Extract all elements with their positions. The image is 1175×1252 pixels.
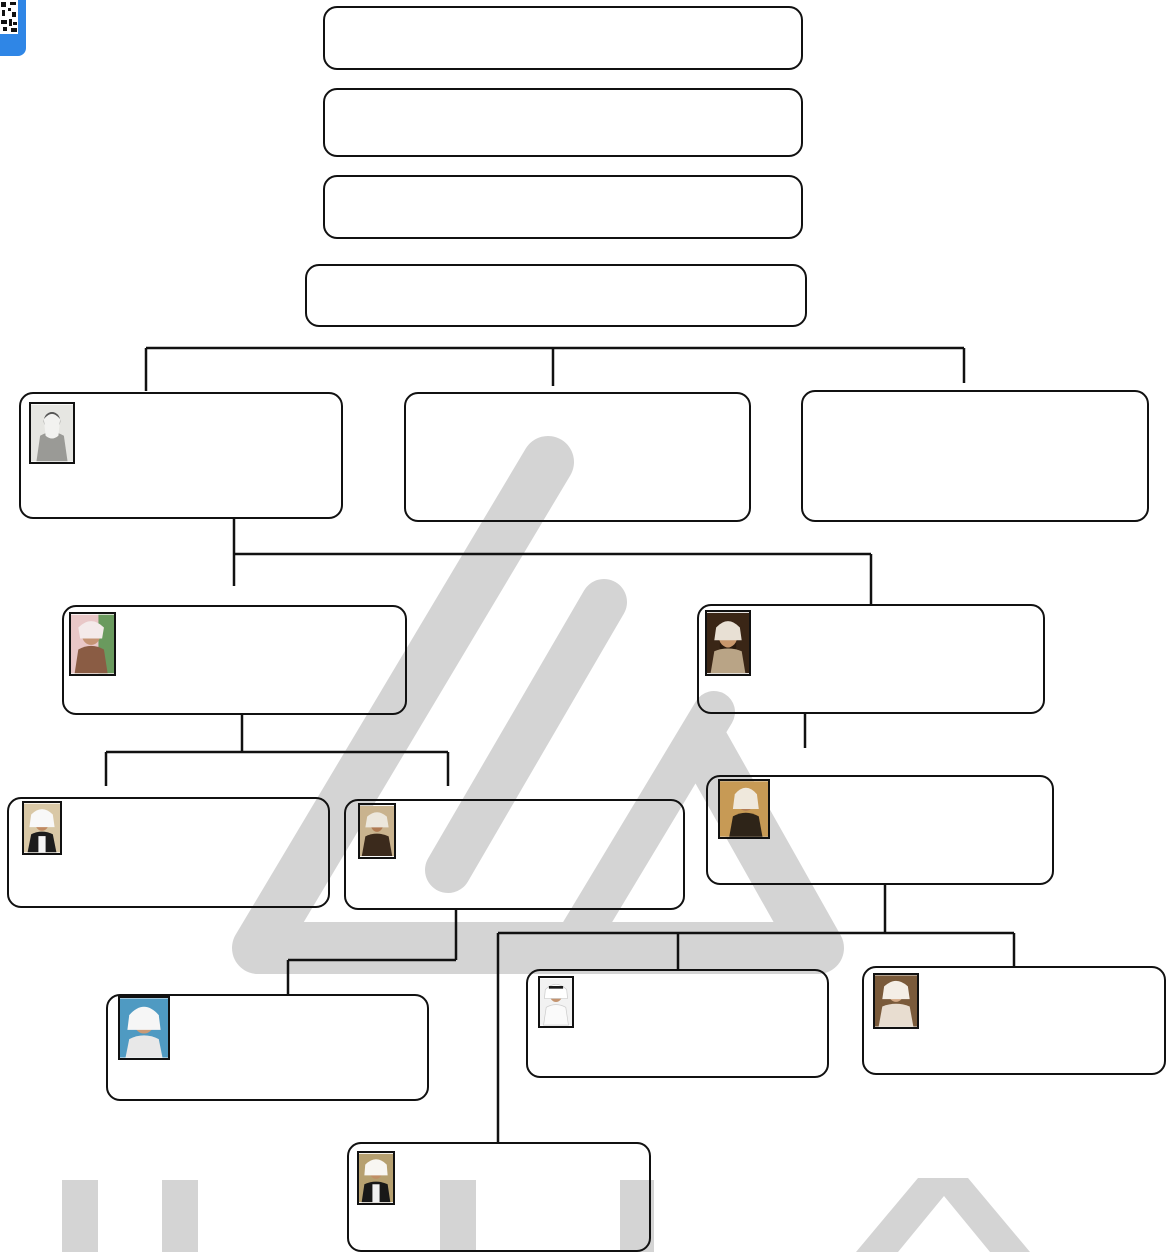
portrait-photo [538,976,574,1028]
gen3-left-a-box [7,797,330,908]
portrait-photo [358,803,396,859]
gen4-d-box [347,1142,651,1252]
gen1-right-box [801,390,1149,522]
gen1-left-box [19,392,343,519]
portrait-photo [705,610,751,676]
gen1-middle-box [404,392,751,522]
header-box-4 [305,264,807,327]
gen2-right-box [697,604,1045,714]
gen3-left-b-box [344,799,685,910]
qr-code-badge[interactable] [0,0,26,56]
portrait-photo [357,1151,395,1205]
portrait-photo [873,973,919,1029]
gen3-right-box [706,775,1054,885]
portrait-photo [69,612,116,676]
gen4-b-box [526,969,829,1078]
header-box-2 [323,88,803,157]
portrait-photo [718,779,770,839]
gen2-left-box [62,605,407,715]
portrait-photo [29,402,75,464]
qr-code-icon [0,0,18,34]
portrait-photo [118,996,170,1060]
portrait-photo [22,801,62,855]
header-box-3 [323,175,803,239]
gen4-c-box [862,966,1166,1075]
gen4-a-box [106,994,429,1101]
header-box-1 [323,6,803,70]
